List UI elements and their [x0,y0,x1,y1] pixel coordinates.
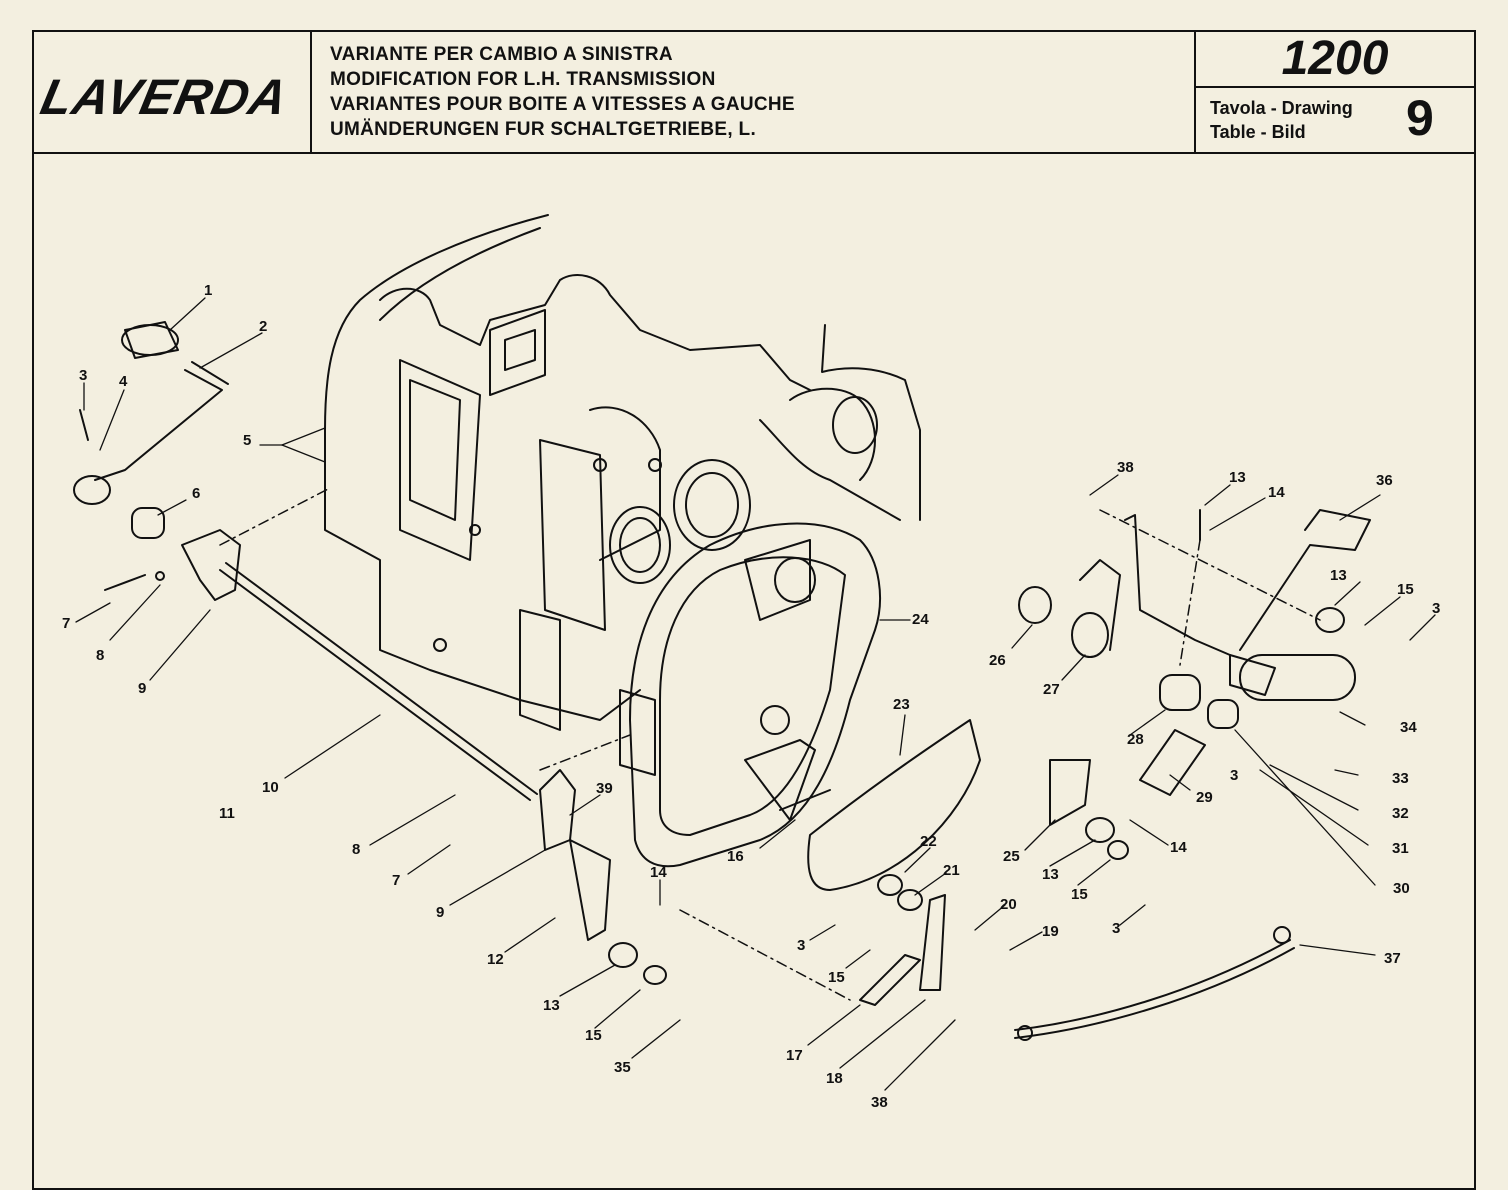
title-line-de: UMÄNDERUNGEN FUR SCHALTGETRIEBE, L. [330,119,757,140]
callout-15-d: 15 [828,969,845,986]
callout-13-c: 13 [1330,567,1347,584]
callout-38: 38 [1117,459,1134,476]
callout-14: 14 [650,864,667,881]
callout-37: 37 [1384,950,1401,967]
callout-5: 5 [243,432,251,449]
callout-9: 9 [138,680,146,697]
callout-20: 20 [1000,896,1017,913]
drawing-label: Tavola - Drawing Table - Bild [1210,96,1353,144]
callout-18: 18 [826,1070,843,1087]
callout-33: 33 [1392,770,1409,787]
callout-15-b: 15 [1071,886,1088,903]
callout-39: 39 [596,780,613,797]
table-number: 9 [1406,90,1434,146]
leader-lines [75,297,1436,1091]
callout-15-c: 15 [1397,581,1414,598]
crankcase-drawing [324,214,921,731]
callout-7-b: 7 [392,872,400,889]
callout-3: 3 [79,367,87,384]
callout-3-b: 3 [797,937,805,954]
title-lines: VARIANTE PER CAMBIO A SINISTRA MODIFICAT… [330,42,1190,142]
callout-25: 25 [1003,848,1020,865]
callout-19: 19 [1042,923,1059,940]
callout-16: 16 [727,848,744,865]
callout-3-f: 3 [1230,767,1238,784]
title-line-it: VARIANTE PER CAMBIO A SINISTRA [330,44,673,65]
callout-15: 15 [585,1027,602,1044]
callout-2: 2 [259,318,267,335]
gear-cover [619,522,881,868]
drawing-label-line-2: Table - Bild [1210,122,1306,142]
lever-parts-right [1018,509,1371,826]
callout-10: 10 [262,779,279,796]
title-line-fr: VARIANTES POUR BOITE A VITESSES A GAUCHE [330,94,795,115]
callout-14-c: 14 [1268,484,1285,501]
logo-cell: LAVERDA [32,30,312,152]
callout-12: 12 [487,951,504,968]
callout-32: 32 [1392,805,1409,822]
drawing-id-cell: 1200 Tavola - Drawing Table - Bild 9 [1194,30,1476,152]
callout-35: 35 [614,1059,631,1076]
callout-3-d: 3 [1432,600,1440,617]
callout-9-b: 9 [436,904,444,921]
callout-17: 17 [786,1047,803,1064]
callout-4: 4 [119,373,128,390]
callout-13-b: 13 [1042,866,1059,883]
callout-8: 8 [96,647,104,664]
shift-shaft [219,562,538,801]
callout-29: 29 [1196,789,1213,806]
callout-38-b: 38 [871,1094,888,1111]
callout-3-e: 13 [1229,469,1246,486]
callout-36: 36 [1376,472,1393,489]
callout-28: 28 [1127,731,1144,748]
callout-labels: 1 2 3 4 5 6 7 8 9 10 11 12 13 14 15 16 1… [62,282,1440,1111]
reference-lines [219,487,1321,1001]
callout-34: 34 [1400,719,1417,736]
callout-31: 31 [1392,840,1409,857]
callout-8-b: 8 [352,841,360,858]
callout-27: 27 [1043,681,1060,698]
title-line-en: MODIFICATION FOR L.H. TRANSMISSION [330,69,716,90]
callout-23: 23 [893,696,910,713]
model-number: 1200 [1196,30,1474,88]
callout-24: 24 [912,611,929,628]
callout-1: 1 [204,282,212,299]
lower-parts [539,719,1295,1041]
lever-parts-left [73,321,241,601]
title-block: LAVERDA VARIANTE PER CAMBIO A SINISTRA M… [32,30,1476,154]
callout-7: 7 [62,615,70,632]
drawing-label-line-1: Tavola - Drawing [1210,98,1353,118]
callout-3-c: 3 [1112,920,1120,937]
callout-26: 26 [989,652,1006,669]
callout-21: 21 [943,862,960,879]
callout-11: 11 [219,805,235,822]
callout-30: 30 [1393,880,1410,897]
callout-22: 22 [920,833,937,850]
callout-13: 13 [543,997,560,1014]
callout-14-b: 14 [1170,839,1187,856]
callout-6: 6 [192,485,200,502]
